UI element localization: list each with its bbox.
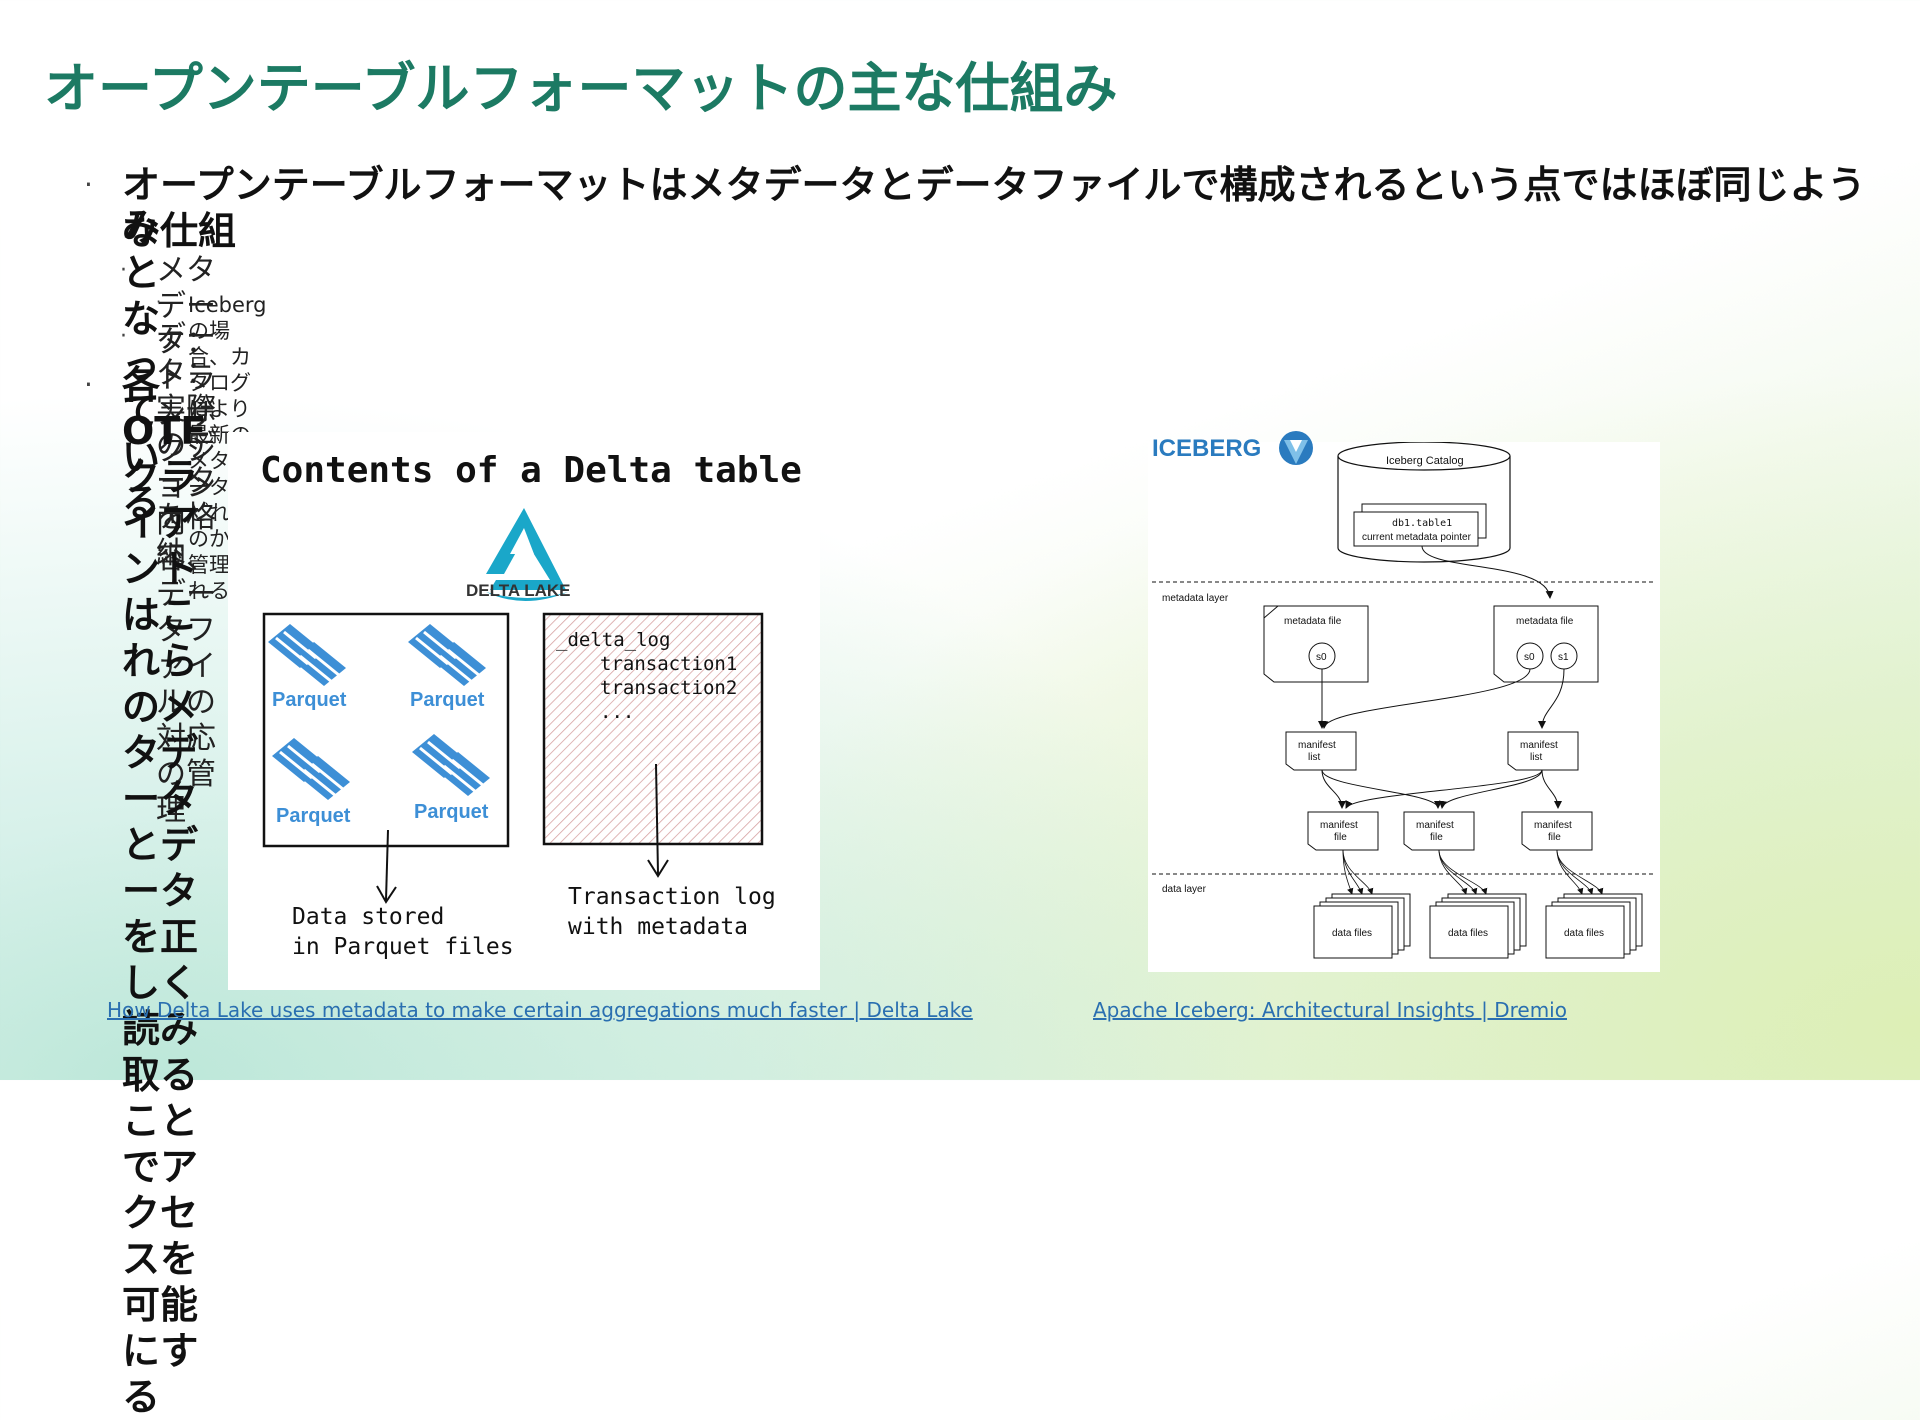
bullet-dot: · — [84, 368, 93, 401]
parquet-label: Parquet — [276, 805, 351, 827]
metadata-file-label: metadata file — [1284, 616, 1342, 627]
snapshot-s0: s0 — [1316, 652, 1327, 663]
manifest-file-label: file — [1430, 832, 1443, 843]
slide-title: オープンテーブルフォーマットの主な仕組み — [44, 57, 1118, 120]
caption-log-line-2: with metadata — [568, 914, 748, 940]
parquet-label: Parquet — [410, 689, 485, 711]
bullet-dot: · — [84, 168, 93, 201]
bullet-dot: · — [156, 292, 162, 311]
arrow-icon — [1538, 668, 1565, 729]
manifest-list-label: list — [1308, 752, 1320, 763]
arrow-icon — [1321, 769, 1562, 809]
parquet-box — [262, 612, 510, 848]
data-files-label: data files — [1564, 928, 1604, 939]
delta-log-dir: _delta_log — [556, 629, 670, 651]
iceberg-logo: ICEBERG — [1150, 428, 1320, 468]
manifest-file-label: file — [1334, 832, 1347, 843]
data-files-label: data files — [1448, 928, 1488, 939]
metadata-file-1 — [1263, 605, 1369, 683]
delta-diagram: Contents of a Delta table DELTA LAKE Par… — [260, 450, 802, 960]
delta-heading: Contents of a Delta table — [260, 450, 802, 491]
delta-source-link[interactable]: How Delta Lake uses metadata to make cer… — [107, 998, 973, 1022]
arrow-icon — [376, 829, 397, 904]
snapshot-s0: s0 — [1524, 652, 1535, 663]
parquet-icon — [406, 622, 488, 688]
manifest-list-label: manifest — [1298, 740, 1336, 751]
caption-data-line-2: in Parquet files — [292, 934, 514, 960]
snapshot-s1: s1 — [1558, 652, 1569, 663]
bullet-dot: · — [120, 258, 127, 283]
bullet-1-sub-1: メタデータ：トランザクション内容、データファイルの対応の管理 — [156, 253, 216, 828]
parquet-label: Parquet — [414, 801, 489, 823]
delta-lake-figure: Contents of a Delta table DELTA LAKE Par… — [228, 432, 820, 990]
catalog-label: Iceberg Catalog — [1386, 455, 1464, 467]
manifest-file-label: manifest — [1320, 820, 1358, 831]
manifest-list-label: list — [1530, 752, 1542, 763]
caption-log-line-1: Transaction log — [568, 884, 776, 910]
bullet-2: 各 OTF クライアントはこれらのメタデータとデータを正しく読み取ることでアクセ… — [122, 363, 207, 1419]
manifest-list-1 — [1285, 731, 1357, 771]
parquet-icon — [266, 622, 348, 688]
iceberg-diagram: Iceberg Catalog db1.table1 current metad… — [1152, 441, 1656, 959]
delta-log-transaction: transaction1 — [600, 653, 737, 675]
manifest-file — [1307, 811, 1593, 851]
delta-log-transaction: transaction2 — [600, 677, 737, 699]
iceberg-source-link[interactable]: Apache Iceberg: Architectural Insights |… — [1093, 998, 1567, 1022]
manifest-file-label: file — [1548, 832, 1561, 843]
manifest-list-2 — [1507, 731, 1579, 771]
iceberg-figure: Iceberg Catalog db1.table1 current metad… — [1148, 441, 1660, 972]
delta-log-box — [542, 612, 764, 846]
manifest-file-label: manifest — [1534, 820, 1572, 831]
arrow-icon — [1421, 545, 1554, 599]
delta-logo-text: DELTA LAKE — [466, 581, 571, 600]
parquet-icon — [270, 736, 352, 802]
data-files-label: data files — [1332, 928, 1372, 939]
manifest-file-label: manifest — [1416, 820, 1454, 831]
manifest-list-label: manifest — [1520, 740, 1558, 751]
iceberg-logo-text: ICEBERG — [1152, 435, 1261, 462]
parquet-label: Parquet — [272, 689, 347, 711]
iceberg-logo-icon — [1279, 431, 1313, 465]
bullet-dot: · — [120, 324, 127, 349]
pointer-table-name: db1.table1 — [1392, 518, 1452, 529]
delta-logo-icon — [486, 508, 568, 601]
parquet-icon — [410, 732, 492, 798]
bullet-1-line-2: みとなっている — [122, 205, 161, 525]
arrow-icon — [647, 763, 669, 878]
metadata-pointer-box — [1353, 511, 1479, 547]
metadata-file-2 — [1493, 605, 1599, 683]
data-files-stack — [1313, 893, 1643, 959]
metadata-layer-label: metadata layer — [1162, 593, 1229, 604]
caption-data-line-1: Data stored — [292, 904, 444, 930]
arrow-icon — [1342, 849, 1604, 895]
data-layer-label: data layer — [1162, 884, 1207, 895]
arrow-icon — [1320, 668, 1531, 729]
bullet-1-line-1: オープンテーブルフォーマットはメタデータとデータファイルで構成されるという点では… — [122, 163, 1866, 253]
metadata-file-label: metadata file — [1516, 616, 1574, 627]
iceberg-logo-svg: ICEBERG — [1152, 431, 1313, 465]
bullet-1-sub-2: データ：実際のデータを格納 — [156, 320, 216, 571]
pointer-description: current metadata pointer — [1362, 532, 1472, 543]
delta-log-ellipsis: ... — [600, 701, 634, 723]
